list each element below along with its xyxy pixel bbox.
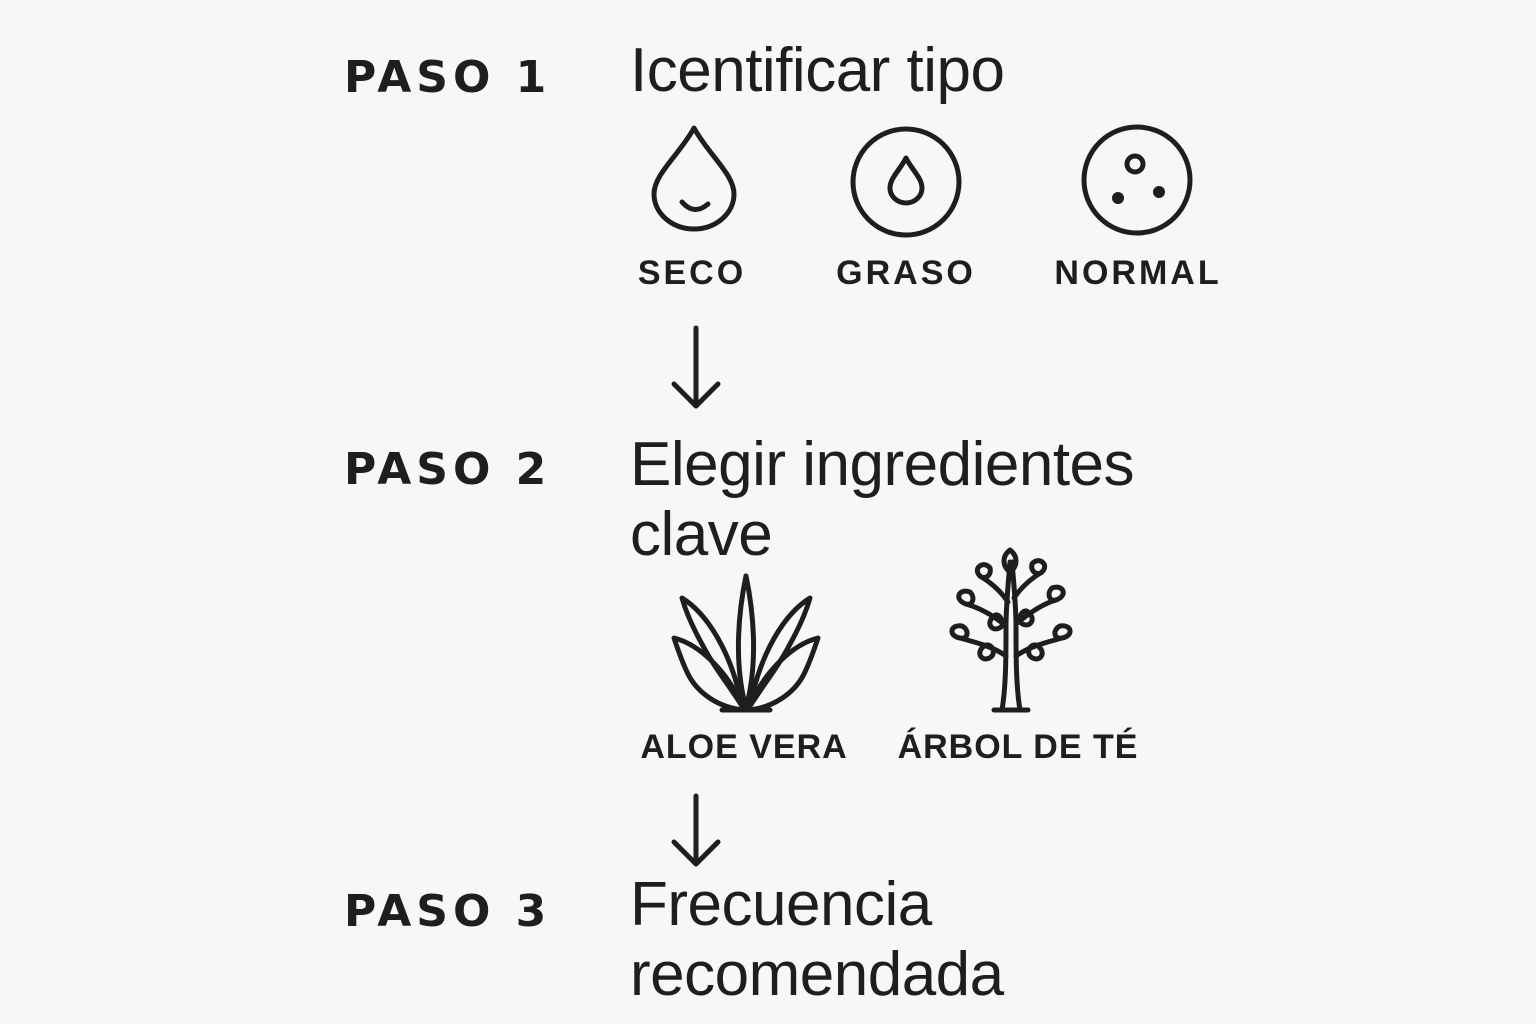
option-seco-label: SECO (637, 254, 747, 292)
arrow-down-icon (671, 325, 721, 409)
step-1-label: PASO 1 (344, 52, 552, 103)
aloe-vera-icon (671, 573, 821, 713)
step-1-title: Icentificar tipo (630, 36, 1005, 106)
step-1-title-line-1: Icentificar tipo (630, 36, 1005, 105)
step-3-title-line-1: Frecuencia (630, 870, 932, 939)
tea-tree-icon (949, 547, 1073, 713)
dotted-circle-icon (1081, 124, 1193, 236)
drop-in-circle-icon (850, 126, 962, 238)
arrow-down-icon (671, 793, 721, 867)
step-2-title: Elegir ingredientes clave (630, 430, 1135, 570)
option-normal-label: NORMAL (1054, 254, 1222, 292)
option-graso-label: GRASO (836, 254, 976, 292)
step-3-title-line-2: recomendada (630, 940, 1004, 1009)
step-3-label: PASO 3 (344, 886, 552, 937)
ingredient-aloe-vera-label: ALOE VERA (640, 728, 848, 766)
step-2-title-line-1: Elegir ingredientes (630, 430, 1135, 499)
water-drop-icon (651, 125, 737, 232)
step-2-title-line-2: clave (630, 500, 773, 569)
ingredient-arbol-de-te-label: ÁRBOL DE TÉ (897, 728, 1139, 766)
step-2-label: PASO 2 (344, 444, 552, 495)
step-3-title: Frecuencia recomendada (630, 870, 1004, 1010)
